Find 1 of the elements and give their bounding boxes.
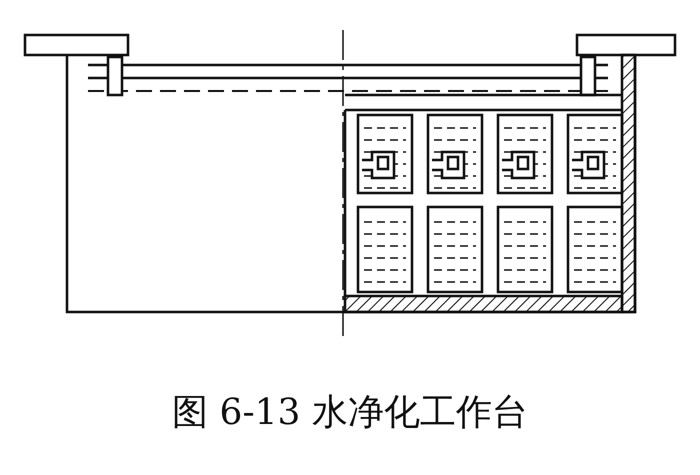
figure-caption: 图 6-13 水净化工作台 — [172, 391, 528, 435]
